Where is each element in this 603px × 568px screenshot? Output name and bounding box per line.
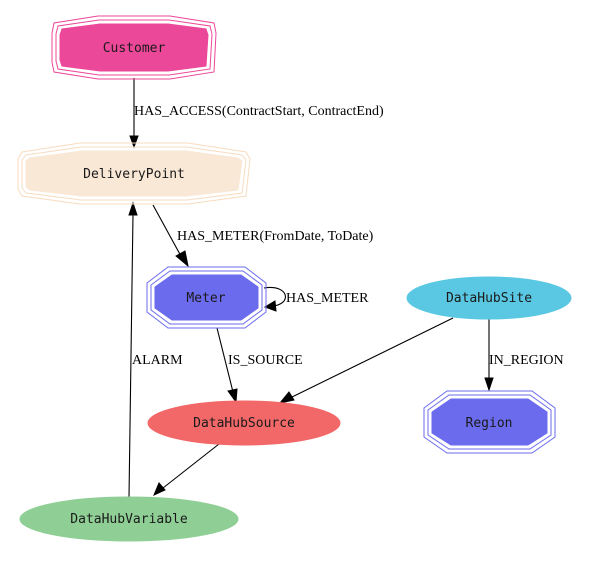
node-customer[interactable]: Customer (51, 15, 217, 80)
arrowhead-icon (153, 482, 166, 496)
edge-alarm[interactable]: ALARM (128, 201, 183, 498)
node-datahubsource-shape (147, 400, 341, 446)
node-datahubsite[interactable]: DataHubSite (406, 276, 572, 320)
node-datahubvariable[interactable]: DataHubVariable (19, 496, 239, 542)
edges: HAS_ACCESS(ContractStart, ContractEnd) H… (128, 78, 564, 498)
arrowhead-icon (278, 391, 295, 404)
node-customer-mid-ring (55, 19, 213, 76)
node-region-shape (431, 398, 548, 446)
node-datahubsource-label: DataHubSource (193, 416, 295, 431)
arrowhead-icon (484, 377, 494, 392)
node-meter-outer-ring (146, 266, 267, 329)
arrowhead-icon (263, 300, 277, 312)
edge-in-region[interactable]: IN_REGION (484, 319, 564, 392)
arrowhead-icon (128, 201, 138, 216)
edge-has-access[interactable]: HAS_ACCESS(ContractStart, ContractEnd) (129, 78, 384, 149)
edge-has-meter-self[interactable]: HAS_METER (263, 286, 369, 312)
node-meter-mid-ring (150, 270, 263, 325)
nodes: Customer DeliveryPoint Meter DataHubSite… (17, 15, 572, 542)
node-region-mid-ring (427, 394, 552, 450)
node-meter-shape (154, 274, 259, 321)
node-meter-label: Meter (186, 291, 225, 306)
edge-label-alarm: ALARM (132, 353, 183, 368)
node-deliverypoint-shape (25, 150, 243, 197)
edge-label-is-source: IS_SOURCE (228, 353, 303, 368)
node-deliverypoint-label: DeliveryPoint (83, 167, 185, 182)
edge-label-has-access: HAS_ACCESS(ContractStart, ContractEnd) (134, 104, 384, 119)
node-datahubsite-label: DataHubSite (446, 291, 532, 306)
node-region-outer-ring (423, 390, 556, 454)
node-region-label: Region (466, 416, 513, 431)
edge-label-has-meter-dated: HAS_METER(FromDate, ToDate) (177, 229, 374, 244)
edge-has-meter-dated[interactable]: HAS_METER(FromDate, ToDate) (152, 204, 374, 268)
edge-is-source[interactable]: IS_SOURCE (216, 327, 303, 404)
edge-site-to-source[interactable] (278, 317, 454, 404)
node-datahubsite-shape (406, 276, 572, 320)
arrowhead-icon (227, 388, 238, 404)
node-customer-shape (59, 23, 209, 72)
node-customer-label: Customer (103, 41, 166, 56)
arrowhead-icon (175, 250, 189, 268)
node-meter[interactable]: Meter (146, 266, 267, 329)
node-datahubsource[interactable]: DataHubSource (147, 400, 341, 446)
node-deliverypoint-mid-ring (21, 146, 247, 201)
node-datahubvariable-shape (19, 496, 239, 542)
edge-label-has-meter-self: HAS_METER (286, 291, 369, 306)
node-customer-outer-ring (51, 15, 217, 80)
node-deliverypoint-outer-ring (17, 142, 251, 205)
node-deliverypoint[interactable]: DeliveryPoint (17, 142, 251, 205)
edge-source-to-variable[interactable] (153, 443, 220, 496)
edge-label-in-region: IN_REGION (489, 353, 564, 368)
node-region[interactable]: Region (423, 390, 556, 454)
node-datahubvariable-label: DataHubVariable (70, 512, 188, 527)
arrowhead-icon (129, 135, 139, 149)
